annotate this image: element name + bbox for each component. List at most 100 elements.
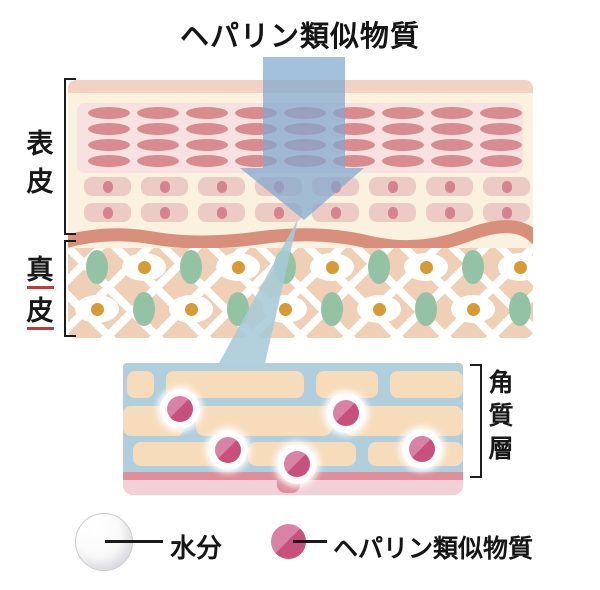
corneocyte-brick: [196, 406, 332, 436]
cell-nucleus-dot: [444, 180, 455, 193]
dermis-label: 真 皮: [25, 257, 55, 330]
dermis-fiber-node: [216, 253, 260, 281]
epidermis-label-char: 表: [26, 129, 54, 159]
epidermis-label-char: 皮: [26, 167, 54, 197]
dermis-fiber-node: [169, 295, 213, 323]
dermis-green-cell: [321, 292, 343, 326]
keratinocyte-cell: [141, 203, 188, 222]
epidermis-cell-ellipse: [186, 123, 228, 135]
fiber-core-dot: [419, 260, 433, 274]
dermis-green-cell: [227, 292, 249, 326]
stratum-corneum-inset: [123, 363, 463, 495]
keratinocyte-cell: [426, 177, 473, 196]
epidermis-cell-ellipse: [186, 107, 228, 119]
epidermis-cell-ellipse: [480, 155, 522, 167]
basement-membrane: [68, 220, 533, 254]
epidermis-cell-ellipse: [88, 155, 130, 167]
epidermis-cell-ellipse: [382, 139, 424, 151]
dermis-fiber-node: [310, 253, 354, 281]
cell-nucleus-dot: [159, 180, 170, 193]
dermis-bracket: [64, 240, 76, 337]
epidermis-cell-ellipse: [382, 107, 424, 119]
epidermis-cell-ellipse: [480, 139, 522, 151]
stratum-corneum-bracket: [470, 364, 482, 478]
epidermis-cell-ellipse: [137, 107, 179, 119]
epidermis-label: 表 皮: [25, 131, 55, 196]
cell-nucleus-dot: [501, 180, 512, 193]
corneocyte-brick: [127, 371, 154, 398]
dermis-green-cell: [415, 292, 437, 326]
moisture-halo: [277, 444, 317, 484]
epidermis-cell-ellipse: [186, 155, 228, 167]
fiber-core-dot: [513, 260, 527, 274]
cell-nucleus-dot: [216, 180, 227, 193]
dermis-fiber-node: [75, 295, 119, 323]
cell-nucleus-dot: [387, 180, 398, 193]
dermis-fiber-node: [404, 253, 448, 281]
fiber-core-dot: [90, 302, 104, 316]
heparinoid-particle: [333, 400, 359, 426]
dermis-green-cell: [274, 250, 296, 284]
stratum-corneum-label-char: 角: [488, 369, 514, 397]
keratinocyte-cell: [84, 203, 131, 222]
legend-line: [105, 540, 163, 543]
heparinoid-particle: [167, 396, 193, 422]
heparinoid-particle: [215, 437, 241, 463]
epidermis-cell-ellipse: [431, 123, 473, 135]
epidermis-bracket: [64, 78, 76, 235]
keratinocyte-cell: [198, 177, 245, 196]
cell-nucleus-dot: [159, 206, 170, 219]
epidermis-cell-ellipse: [480, 123, 522, 135]
page-title: ヘパリン類似物質: [179, 21, 420, 53]
fiber-core-dot: [231, 260, 245, 274]
dermis-green-cell: [462, 250, 484, 284]
legend-line: [293, 540, 327, 543]
epidermis-cell-ellipse: [137, 155, 179, 167]
stratum-corneum-label-char: 層: [488, 435, 514, 463]
cell-nucleus-dot: [387, 206, 398, 219]
keratinocyte-cell: [198, 203, 245, 222]
cell-nucleus-dot: [102, 206, 113, 219]
dermis-fiber-node: [357, 295, 401, 323]
epidermis-cell-ellipse: [382, 123, 424, 135]
dermis-green-cell: [509, 292, 531, 326]
dermis-label-char: 真: [26, 257, 54, 289]
epidermis-cell-ellipse: [186, 139, 228, 151]
dermis-layer: [68, 248, 533, 338]
dermis-fiber-node: [122, 253, 166, 281]
keratinocyte-cell: [369, 177, 416, 196]
keratinocyte-cell: [426, 203, 473, 222]
fiber-core-dot: [466, 302, 480, 316]
dermis-green-cell: [86, 250, 108, 284]
fiber-core-dot: [278, 302, 292, 316]
legend-label-heparinoid: ヘパリン類似物質: [333, 535, 534, 563]
moisture-halo: [208, 430, 248, 470]
dermis-label-char: 皮: [26, 298, 54, 330]
epidermis-cell-ellipse: [88, 107, 130, 119]
legend-label-moisture: 水分: [170, 533, 223, 563]
heparinoid-particle: [284, 451, 310, 477]
dermis-fiber-node: [263, 295, 307, 323]
epidermis-cell-ellipse: [431, 107, 473, 119]
dermis-fiber-node: [498, 253, 533, 281]
cell-nucleus-dot: [216, 206, 227, 219]
heparinoid-particle: [409, 436, 435, 462]
cell-nucleus-dot: [501, 206, 512, 219]
dermis-fiber-node: [451, 295, 495, 323]
dermis-green-cell: [180, 250, 202, 284]
epidermis-cell-ellipse: [88, 123, 130, 135]
stratum-corneum-label: 角 質 層: [486, 371, 516, 462]
keratinocyte-cell: [369, 203, 416, 222]
cell-nucleus-dot: [102, 180, 113, 193]
keratinocyte-cell: [483, 203, 530, 222]
moisture-halo: [402, 429, 442, 469]
epidermis-cell-ellipse: [480, 107, 522, 119]
epidermis-cell-ellipse: [137, 139, 179, 151]
cell-nucleus-dot: [444, 206, 455, 219]
fiber-core-dot: [325, 260, 339, 274]
fiber-core-dot: [372, 302, 386, 316]
stratum-corneum-label-char: 質: [488, 402, 514, 430]
keratinocyte-cell: [483, 177, 530, 196]
moisture-halo: [160, 389, 200, 429]
